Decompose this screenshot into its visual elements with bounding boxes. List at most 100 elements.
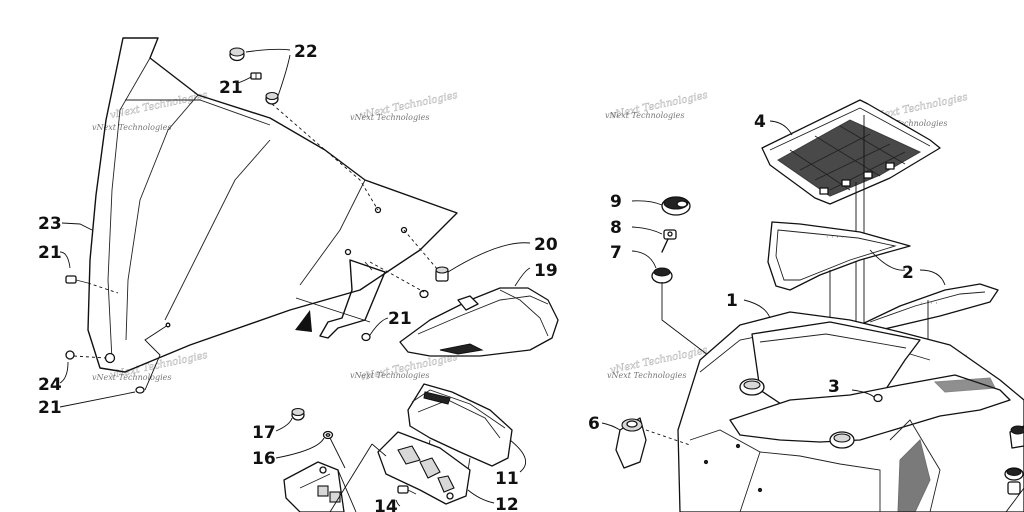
svg-text:vNext Technologies: vNext Technologies: [350, 113, 429, 122]
callout-16: 16: [252, 449, 276, 469]
lens-2-upper: · · · ·: [767, 221, 911, 291]
nut-7: [651, 267, 673, 284]
callout-7: 7: [610, 243, 622, 263]
callout-12: 12: [495, 495, 519, 512]
callout-4: 4: [754, 112, 766, 132]
grommet-20: [435, 266, 449, 282]
guide-right-edge: [1005, 487, 1024, 512]
screw-21-left: [65, 275, 89, 284]
callout-21-bottom: 21: [38, 398, 62, 418]
callout-3: 3: [828, 377, 840, 397]
guide-22-dash: [271, 103, 379, 211]
screw-21-lower: [361, 332, 371, 342]
guide-24: [73, 355, 107, 359]
leader-23: [61, 222, 93, 231]
svg-text:vNext Technologies: vNext Technologies: [607, 371, 686, 380]
leader-8: [631, 226, 663, 235]
callout-21-top: 21: [219, 78, 243, 98]
leader-6: [601, 422, 621, 431]
leader-12: [467, 489, 495, 504]
svg-text:vNext Technologies: vNext Technologies: [109, 90, 208, 121]
leader-21-top: [237, 76, 252, 84]
callout-21-mid: 21: [388, 309, 412, 329]
callout-8: 8: [610, 218, 622, 238]
mirror-19: [399, 287, 559, 357]
leader-9: [631, 200, 663, 206]
callout-22: 22: [294, 42, 318, 62]
leader-11: [509, 439, 527, 473]
screw-21-bottom: [135, 386, 145, 394]
callout-9: 9: [610, 192, 622, 212]
nut-17: [291, 407, 305, 421]
screw-21-top: [250, 72, 262, 80]
watermark-1: vNext Technologies vNext Technologies: [92, 90, 209, 132]
washer-16: [322, 430, 334, 440]
screw-14: [397, 485, 417, 495]
guide-21-mid: [369, 261, 425, 293]
right-edge-part-upper: [1009, 425, 1024, 449]
hole-marker: [165, 322, 171, 328]
windshield-bracket: [319, 259, 386, 339]
callout-1: 1: [726, 291, 738, 311]
grommet-24: [104, 352, 116, 364]
svg-text:vNext Technologies: vNext Technologies: [350, 371, 429, 380]
washer-24: [65, 350, 75, 360]
callout-23: 23: [38, 214, 62, 234]
switch-6: [615, 417, 647, 469]
guide-20: [403, 229, 439, 271]
leader-4: [769, 120, 793, 136]
mount-bracket-lower: [283, 461, 345, 512]
bracket-12: [377, 431, 471, 505]
leader-7: [631, 250, 657, 269]
leader-19: [514, 267, 531, 287]
right-edge-part-lower: [1004, 467, 1024, 495]
guide-16-17: [337, 469, 357, 512]
leader-21-lower: [369, 317, 389, 336]
callout-2: 2: [902, 263, 914, 283]
guide-6: [645, 429, 691, 446]
leader-1: [743, 299, 771, 319]
leader-17: [275, 417, 293, 432]
callout-11: 11: [495, 469, 519, 489]
watermark-2: vNext Technologies vNext Technologies: [350, 90, 459, 122]
svg-text:vNext Technologies: vNext Technologies: [868, 119, 947, 128]
leader-22a: [245, 48, 291, 53]
console-1: [677, 311, 1024, 512]
svg-text:· · · ·: · · · ·: [920, 299, 938, 308]
windshield-part: [87, 37, 458, 373]
svg-text:vNext Technologies: vNext Technologies: [92, 373, 171, 382]
leader-20: [447, 242, 531, 273]
key-cap-9: [661, 196, 691, 216]
guide-16: [329, 437, 346, 469]
leader-22b: [277, 54, 291, 97]
watermark-3: vNext Technologies vNext Technologies: [605, 90, 709, 122]
leader-3: [851, 389, 875, 398]
svg-text:vNext Technologies: vNext Technologies: [605, 111, 684, 120]
grommet-22a: [229, 47, 245, 62]
svg-text:· · · ·: · · · ·: [826, 233, 844, 242]
leader-21-bottom: [59, 391, 136, 408]
leader-24: [59, 361, 69, 384]
callout-17: 17: [252, 423, 276, 443]
callout-20: 20: [534, 235, 558, 255]
grille-4: [761, 99, 941, 205]
svg-text:vNext Technologies: vNext Technologies: [92, 123, 171, 132]
callout-21-left: 21: [38, 243, 62, 263]
callout-6: 6: [588, 414, 600, 434]
guide-21-left: [87, 282, 119, 294]
gauge-housing-11: [407, 383, 513, 471]
callout-24: 24: [38, 375, 62, 395]
leader-21-left: [59, 251, 71, 269]
watermark-7: vNext Technologies vNext Technologies: [607, 345, 709, 380]
guide-21-bottom: [144, 324, 169, 391]
grommet-22b: [265, 91, 279, 105]
leader-16: [275, 437, 325, 459]
front-direction-arrow-icon: [295, 310, 312, 332]
callout-19: 19: [534, 261, 558, 281]
leader-2a: [869, 249, 906, 271]
leader-14: [395, 499, 401, 507]
arrow-guide-line: [295, 297, 371, 323]
guide-12-top: [371, 443, 387, 457]
guide-12-left: [329, 443, 373, 512]
